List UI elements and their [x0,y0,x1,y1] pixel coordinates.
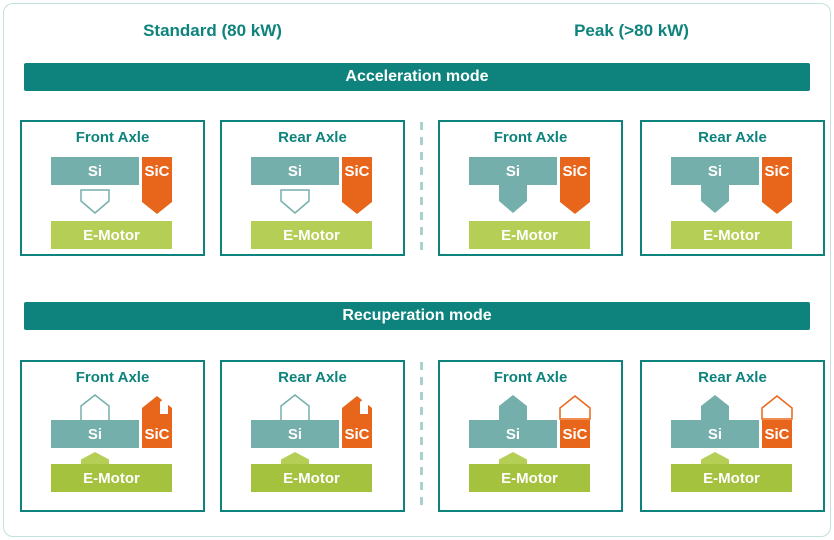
si-down-flow-arrow-icon [498,184,527,213]
si-flow-inactive-up-arrow-icon [79,394,110,422]
sic-down-flow-arrow-icon [559,157,590,214]
accel-standard-diagram: Si SiC E-Motor [250,157,372,249]
standard-peak-divider-bottom [420,362,423,510]
axle-box-recup-peak-rear: Rear Axle Si SiC E-Motor [640,360,825,512]
sic-label: SiC [562,163,587,180]
sic-label: SiC [344,426,369,443]
sic-flow-inactive-up-arrow-icon [558,395,591,420]
si-label: Si [87,163,101,180]
sic-label: SiC [344,163,369,180]
emotor-label: E-Motor [83,227,140,244]
sic-label: SiC [764,163,789,180]
emotor-label: E-Motor [283,470,340,487]
axle-box-accel-peak-front: Front Axle Si SiC E-Motor [438,120,623,256]
sic-down-flow-arrow-icon [341,157,372,214]
axle-box-accel-standard-rear: Rear Axle Si SiC E-Motor [220,120,405,256]
emotor-label: E-Motor [703,470,760,487]
sic-down-flow-arrow-icon [141,157,172,214]
emotor-up-flow-arrow-icon [280,452,309,465]
si-flow-inactive-down-arrow-icon [279,189,310,214]
sic-partial-flow-notch-icon [159,398,168,414]
axle-title: Front Axle [75,129,150,146]
si-flow-inactive-down-arrow-icon [79,189,110,214]
si-inverter-block [670,157,759,185]
emotor-up-flow-arrow-icon [498,452,527,465]
si-label: Si [87,426,101,443]
column-header-standard: Standard (80 kW) [143,21,282,40]
emotor-block [468,464,590,492]
si-label: Si [505,426,519,443]
sic-flow-inactive-up-arrow-icon [760,395,793,420]
recup-standard-diagram: Si SiC E-Motor [250,394,372,492]
axle-box-recup-standard-rear: Rear Axle Si SiC E-Motor [220,360,405,512]
si-label: Si [287,163,301,180]
si-label: Si [505,163,519,180]
emotor-block [670,464,792,492]
sic-partial-flow-notch-icon [359,398,368,414]
si-inverter-block [250,157,339,185]
accel-peak-diagram: Si SiC E-Motor [468,157,590,249]
si-inverter-block [468,420,557,448]
axle-title: Rear Axle [278,129,347,146]
accel-standard-diagram: Si SiC E-Motor [50,157,172,249]
axle-title: Rear Axle [698,129,767,146]
emotor-block [50,464,172,492]
acceleration-mode-banner: Acceleration mode [24,63,810,91]
axle-title: Rear Axle [698,369,767,386]
si-down-flow-arrow-icon [700,184,729,213]
si-flow-inactive-up-arrow-icon [279,394,310,422]
sic-inverter-block [559,420,590,448]
si-inverter-block [670,420,759,448]
axle-box-recup-standard-front: Front Axle Si SiC E-Motor [20,360,205,512]
si-inverter-block [50,157,139,185]
axle-title: Front Axle [493,129,568,146]
sic-label: SiC [144,163,169,180]
recup-peak-diagram: Si SiC E-Motor [468,395,591,492]
axle-box-recup-peak-front: Front Axle Si SiC E-Motor [438,360,623,512]
sic-inverter-block [761,420,792,448]
emotor-up-flow-arrow-icon [700,452,729,465]
emotor-label: E-Motor [283,227,340,244]
axle-title: Front Axle [493,369,568,386]
si-label: Si [287,426,301,443]
accel-peak-diagram: Si SiC E-Motor [670,157,792,249]
sic-label: SiC [144,426,169,443]
sic-label: SiC [562,426,587,443]
emotor-label: E-Motor [501,227,558,244]
axle-box-accel-peak-rear: Rear Axle Si SiC E-Motor [640,120,825,256]
si-up-flow-arrow-icon [498,395,527,421]
axle-title: Front Axle [75,369,150,386]
emotor-label: E-Motor [501,470,558,487]
emotor-block [250,464,372,492]
si-label: Si [707,163,721,180]
emotor-label: E-Motor [703,227,760,244]
si-inverter-block [250,420,339,448]
si-up-flow-arrow-icon [700,395,729,421]
axle-title: Rear Axle [278,369,347,386]
axle-box-accel-standard-front: Front Axle Si SiC E-Motor [20,120,205,256]
outer-frame [3,3,831,537]
emotor-block [50,221,172,249]
si-inverter-block [50,420,139,448]
recup-standard-diagram: Si SiC E-Motor [50,394,172,492]
emotor-block [468,221,590,249]
si-label: Si [707,426,721,443]
emotor-label: E-Motor [83,470,140,487]
standard-peak-divider-top [420,122,423,254]
column-header-peak: Peak (>80 kW) [574,21,689,40]
emotor-block [670,221,792,249]
si-inverter-block [468,157,557,185]
recup-peak-diagram: Si SiC E-Motor [670,395,793,492]
emotor-block [250,221,372,249]
recuperation-mode-banner: Recuperation mode [24,302,810,330]
sic-label: SiC [764,426,789,443]
sic-down-flow-arrow-icon [761,157,792,214]
emotor-up-flow-arrow-icon [80,452,109,465]
